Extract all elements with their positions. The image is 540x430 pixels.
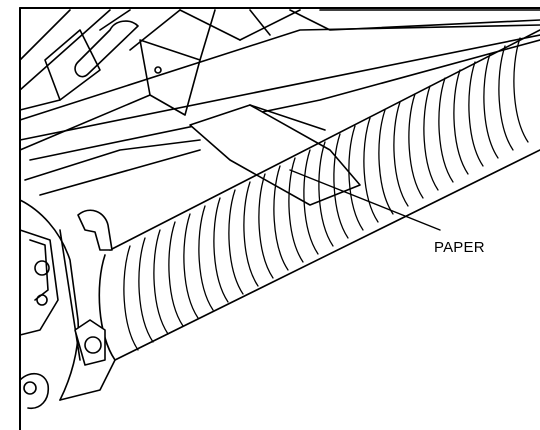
paper-strip [189, 104, 361, 206]
upper-mechanism [19, 9, 540, 196]
border-lines [19, 7, 540, 430]
platen-roller [98, 29, 540, 361]
callout-leader-line [289, 169, 441, 231]
paper-callout-label: PAPER [434, 239, 485, 256]
left-side-assembly [19, 199, 116, 410]
roller-ridges [123, 37, 529, 351]
